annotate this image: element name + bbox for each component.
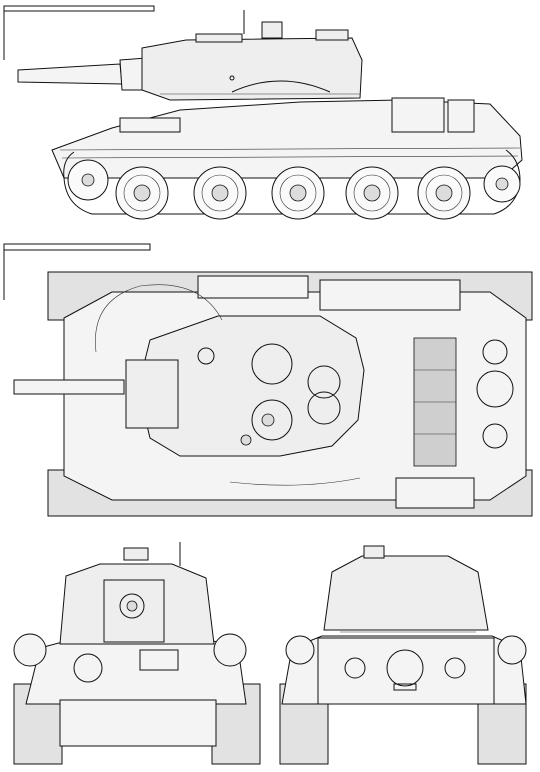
- turret-side: [141, 10, 363, 101]
- road-wheel-icon: [193, 166, 247, 220]
- headlight-icon: [285, 635, 315, 665]
- top-view: [3, 243, 533, 517]
- hatch-icon: [251, 399, 293, 441]
- road-wheel-icon: [345, 166, 399, 220]
- road-wheels: [67, 159, 521, 220]
- headlight-icon: [13, 633, 47, 667]
- road-wheel-icon: [417, 166, 471, 220]
- side-view: [3, 5, 523, 220]
- front-view: [13, 542, 261, 765]
- road-wheel-icon: [115, 166, 169, 220]
- turret-top: [137, 315, 365, 457]
- hull-side: [51, 97, 523, 179]
- hatch-icon: [386, 649, 424, 687]
- headlight-icon: [497, 635, 527, 665]
- hatch-icon: [251, 343, 293, 385]
- scale-bar-icon: [3, 5, 155, 60]
- rear-view: [279, 545, 527, 765]
- gun-barrel: [17, 57, 149, 91]
- gun-barrel-top: [13, 379, 125, 395]
- engine-grille-icon: [413, 337, 457, 467]
- hatch-icon: [476, 370, 514, 408]
- scale-bar-icon: [3, 243, 151, 251]
- road-wheel-icon: [271, 166, 325, 220]
- headlight-icon: [213, 633, 247, 667]
